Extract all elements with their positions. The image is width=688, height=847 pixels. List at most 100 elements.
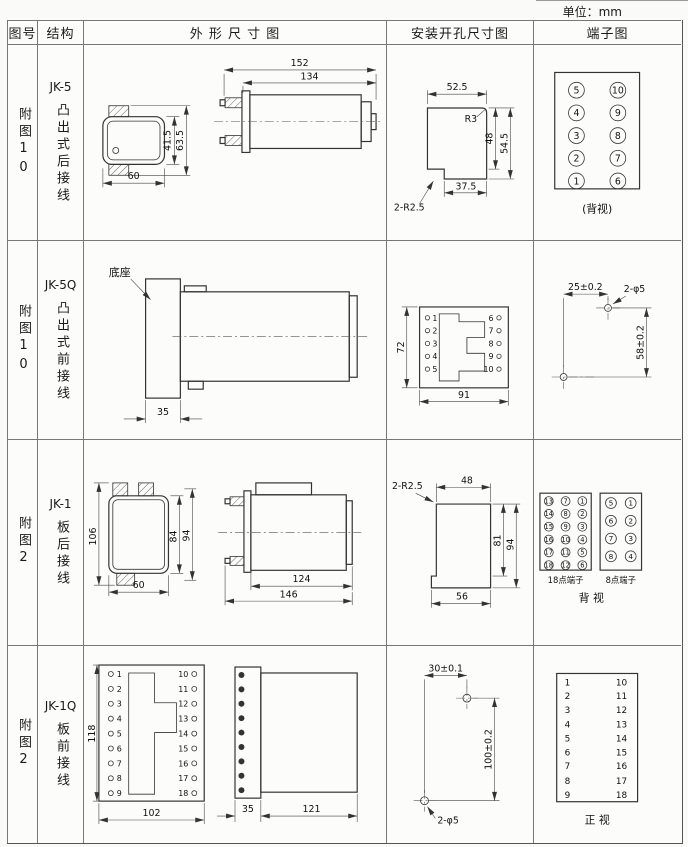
terminal-number: 3 [432, 339, 437, 348]
dim-label: 94 [181, 530, 192, 542]
jk1-side-dims: 124 146 [224, 565, 353, 606]
dim-label: 134 [300, 71, 318, 82]
terminal-number: 13 [615, 721, 626, 731]
jk5-cutout [426, 107, 487, 180]
jk5-outline-drawing: 41.5 63.5 60 [101, 58, 382, 188]
terminal-number: 12 [178, 700, 188, 709]
fig-number-text: 附图2 [15, 516, 31, 569]
jk1-terminal-8: 5 1 6 2 7 3 8 4 [599, 492, 642, 571]
terminal-18-label: 18点端子 [547, 575, 583, 585]
mounting-cell-jk1: 2-R2.5 48 81 94 56 [386, 439, 533, 645]
terminal-number: 6 [614, 176, 620, 187]
fig-number-jk1: 附图2 [7, 439, 37, 645]
col-header-fig: 图号 [7, 20, 37, 44]
terminal-number: 5 [116, 730, 121, 739]
terminal-number: 7 [564, 762, 570, 772]
jk5q-cutout-dims: 72 91 [395, 306, 509, 406]
terminal-number: 4 [573, 108, 579, 119]
terminal-number: 7 [608, 534, 613, 543]
terminal-number: 6 [488, 314, 493, 323]
fig-number-text: 附图10 [15, 106, 31, 179]
outline-cell-jk5: 41.5 63.5 60 [83, 44, 386, 240]
jk1q-outline-drawing: 1 2 3 4 5 6 7 8 9 10 11 12 [86, 664, 358, 824]
terminal-number: 6 [564, 748, 570, 758]
dim-label: 63.5 [174, 130, 185, 151]
dim-label: 102 [142, 808, 160, 819]
terminal-cell-jk1q: 1 2 3 4 5 6 7 8 9 10 11 12 13 14 15 16 1 [533, 645, 681, 843]
terminal-number: 8 [488, 339, 493, 348]
fig-number-jk5: 附图10 [7, 44, 37, 240]
terminal-number: 15 [615, 748, 626, 758]
jk1-cutout [430, 503, 491, 589]
jk5-mounting-drawing: 52.5 R3 48 54.5 37.5 2-R2.5 [393, 82, 514, 214]
terminal-number: 7 [563, 497, 567, 505]
terminal-number: 7 [116, 759, 121, 768]
terminal-number: 17 [178, 774, 188, 783]
jk5q-terminal-diagram: 25±0.2 2-φ5 58±0.2 [551, 282, 651, 389]
fig-number-jk5q: 附图10 [7, 240, 37, 439]
dim-label: 152 [290, 58, 308, 69]
terminal-number: 5 [573, 86, 579, 97]
dim-label: 91 [457, 390, 469, 401]
terminal-number: 9 [116, 789, 121, 798]
model-label: JK-1 [49, 497, 72, 511]
col-header-mounting: 安装开孔尺寸图 [386, 20, 533, 44]
terminal-number: 14 [615, 735, 627, 745]
view-caption: (背视) [582, 202, 612, 216]
dim-label: 60 [132, 580, 144, 591]
jk1-mounting-drawing: 2-R2.5 48 81 94 56 [391, 475, 520, 608]
dim-label: 81 [492, 535, 503, 547]
terminal-number: 13 [544, 497, 553, 505]
mounting-cell-jk5q: 1 2 3 4 5 6 7 8 9 10 [386, 240, 533, 439]
terminal-number: 8 [608, 552, 613, 561]
jk5-terminal-diagram: 5 10 4 9 3 8 2 7 1 6 (背视) [553, 71, 640, 216]
terminal-number: 1 [432, 314, 437, 323]
jk1q-front-dims: 118 102 [86, 664, 205, 824]
terminal-number: 15 [544, 523, 553, 531]
jk1q-terminal-diagram: 1 2 3 4 5 6 7 8 9 10 11 12 13 14 15 16 1 [555, 672, 638, 826]
dim-label: 56 [456, 592, 468, 603]
structure-jk1: JK-1 板后接线 [37, 439, 83, 645]
terminal-number: 6 [580, 561, 584, 569]
terminal-number: 10 [561, 536, 570, 544]
structure-label: 板前接线 [53, 722, 69, 790]
terminal-number: 2 [580, 510, 584, 518]
terminal-number: 4 [432, 352, 437, 361]
jk5q-side-view: 底座 [108, 265, 367, 399]
terminal-number: 14 [544, 510, 553, 518]
terminal-8-label: 8点端子 [605, 575, 635, 585]
dim-label: 30±0.1 [428, 664, 463, 675]
terminal-number: 6 [116, 744, 121, 753]
terminal-number: 10 [615, 678, 627, 688]
terminal-number: 17 [615, 777, 626, 787]
terminal-number: 3 [116, 700, 121, 709]
mounting-cell-jk5: 52.5 R3 48 54.5 37.5 2-R2.5 [386, 44, 533, 240]
holes-label: 2-R2.5 [391, 481, 422, 492]
terminal-number: 4 [116, 715, 121, 724]
terminal-number: 4 [564, 721, 570, 731]
terminal-number: 9 [488, 352, 493, 361]
terminal-number: 8 [564, 777, 570, 787]
base-label: 底座 [108, 265, 130, 279]
terminal-number: 5 [580, 549, 584, 557]
jk5-cutout-dims: 52.5 R3 48 54.5 37.5 2-R2.5 [393, 82, 514, 214]
terminal-number: 11 [178, 685, 188, 694]
terminal-number: 1 [628, 499, 633, 508]
dim-label: 84 [168, 531, 179, 543]
model-label: JK-1Q [44, 699, 77, 713]
structure-label: 板后接线 [53, 520, 69, 588]
fig-number-text: 附图10 [15, 304, 31, 376]
jk1q-terminal-block: 1 2 3 4 5 6 7 8 9 10 11 12 13 14 15 16 1 [555, 672, 638, 803]
terminal-number: 3 [628, 534, 633, 543]
outline-cell-jk1: 106 84 94 60 [83, 439, 386, 645]
jk1q-side-dims: 35 121 [216, 794, 357, 822]
jk5-front-dims: 41.5 63.5 60 [102, 105, 190, 188]
terminal-number: 18 [178, 789, 188, 798]
terminal-number: 6 [608, 516, 613, 525]
jk5q-mounting-drawing: 1 2 3 4 5 6 7 8 9 10 [395, 306, 509, 406]
col-header-outline: 外 形 尺 寸 图 [83, 20, 386, 44]
terminal-number: 16 [178, 759, 188, 768]
structure-jk1q: JK-1Q 板前接线 [37, 645, 83, 843]
terminal-number: 1 [573, 176, 579, 187]
dim-label: 100±0.2 [483, 729, 494, 770]
